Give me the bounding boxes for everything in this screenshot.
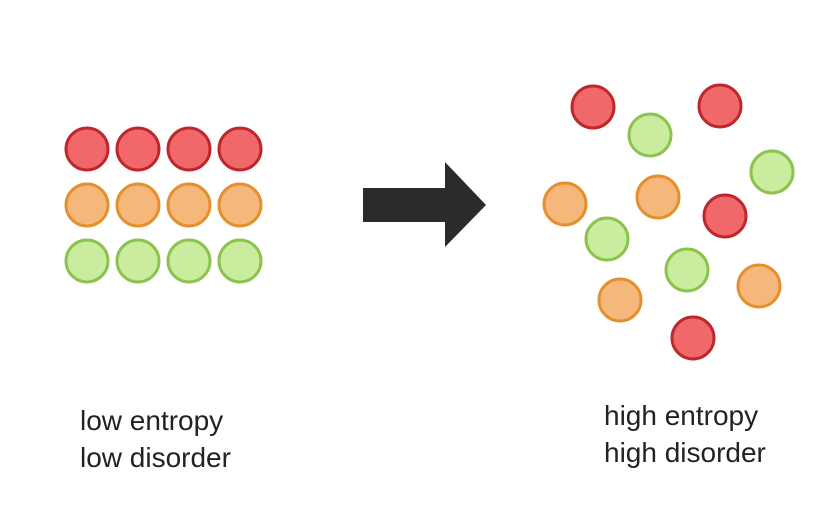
red-particle-scattered (702, 193, 748, 239)
low-caption-line1: low entropy (80, 405, 223, 436)
green-particle-scattered (749, 149, 795, 195)
green-particle-grid (217, 238, 263, 284)
green-particle-scattered (584, 216, 630, 262)
green-particle-scattered (627, 112, 673, 158)
red-particle-scattered (670, 315, 716, 361)
orange-particle-grid (115, 182, 161, 228)
green-particle-scattered (664, 247, 710, 293)
high-caption-line2: high disorder (604, 437, 766, 468)
red-particle-scattered (697, 83, 743, 129)
orange-particle-grid (217, 182, 263, 228)
low-caption-line2: low disorder (80, 442, 231, 473)
red-particle-grid (217, 126, 263, 172)
right-arrow-icon (363, 162, 486, 247)
orange-particle-scattered (736, 263, 782, 309)
orange-particle-scattered (542, 181, 588, 227)
red-particle-scattered (570, 84, 616, 130)
red-particle-grid (64, 126, 110, 172)
red-particle-grid (166, 126, 212, 172)
green-particle-grid (166, 238, 212, 284)
red-particle-grid (115, 126, 161, 172)
orange-particle-scattered (635, 174, 681, 220)
high-entropy-cluster (542, 83, 795, 361)
green-particle-grid (115, 238, 161, 284)
orange-particle-grid (64, 182, 110, 228)
orange-particle-scattered (597, 277, 643, 323)
low-entropy-grid (64, 126, 263, 284)
orange-particle-grid (166, 182, 212, 228)
high-caption-line1: high entropy (604, 400, 758, 431)
green-particle-grid (64, 238, 110, 284)
